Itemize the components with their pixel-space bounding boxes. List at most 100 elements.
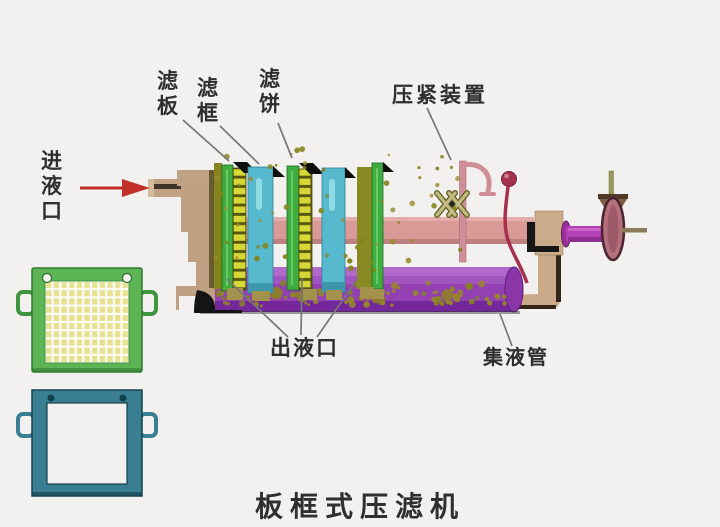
cake-particle (325, 194, 329, 198)
leader-filter-plate (182, 119, 230, 162)
cake-particle (216, 185, 221, 191)
cake-particle (248, 176, 253, 182)
leader-filter-frame (219, 125, 260, 165)
cake-particle (397, 221, 401, 224)
cake-particle (239, 300, 246, 307)
filter-frame-label: 滤框 (197, 76, 218, 125)
frame-hole-left (47, 394, 55, 402)
cake-particle (468, 298, 475, 305)
cake-particle (313, 298, 319, 305)
cake-particle (347, 296, 355, 304)
cake-particle (358, 237, 365, 244)
cake-particle (254, 255, 260, 262)
cake-particle (434, 290, 439, 294)
press-lever (434, 160, 529, 284)
cake-particle (418, 176, 422, 180)
cake-particle (429, 193, 434, 198)
cake-particle (387, 153, 391, 157)
cake-particle (322, 167, 326, 172)
cake-particle (412, 290, 419, 297)
cake-particle (235, 256, 239, 260)
cake-particle (226, 301, 231, 306)
cake-particle (417, 166, 421, 170)
cake-particle (363, 301, 370, 308)
cake-particle (452, 205, 457, 211)
cake-particle (307, 303, 311, 306)
plate-grid-face-2 (298, 168, 313, 291)
cake-particle (390, 207, 396, 213)
outlet-label: 出液口 (270, 336, 339, 360)
cake-particle (390, 303, 394, 307)
cake-particle (435, 182, 440, 188)
cake-particle (303, 161, 307, 166)
cake-particle (435, 166, 440, 171)
cake-particle (258, 218, 262, 222)
closing-mechanism (527, 170, 647, 262)
cake-particle (219, 191, 224, 196)
cake-particle (449, 165, 454, 170)
cake-particle (222, 300, 228, 305)
cake-particle (214, 175, 220, 181)
frame-opening (46, 402, 128, 485)
cake-particle (465, 282, 473, 290)
cake-particle (306, 204, 310, 207)
cake-particle (494, 293, 501, 300)
cake-particle (449, 286, 456, 292)
plate-hole-right (121, 272, 133, 284)
cake-particle (389, 238, 396, 245)
cake-particle (225, 240, 229, 245)
lever-arc (459, 161, 492, 195)
inlet-label: 进液口 (41, 149, 62, 223)
cake-particle (391, 289, 396, 293)
cake-particle (360, 298, 364, 302)
cake-particle (457, 292, 463, 298)
cake-particle (484, 296, 490, 301)
cake-particle (431, 203, 437, 209)
fixed-head (148, 170, 242, 313)
cake-particle (262, 242, 269, 249)
cake-particle (318, 207, 325, 214)
cake-particle (213, 255, 218, 260)
leader-outlet-3 (316, 277, 359, 338)
cake-particle (347, 258, 353, 264)
cake-particle (478, 280, 485, 288)
cake-particle (359, 216, 362, 220)
cake-particle (343, 253, 348, 259)
cake-particle (340, 218, 345, 222)
cake-particle (223, 206, 228, 210)
cake-particle (441, 289, 453, 301)
leader-collecting-pipe (499, 313, 513, 347)
screw-stem (608, 170, 614, 198)
cake-particle (270, 287, 283, 300)
cake-particle (236, 223, 240, 227)
cake-particle (440, 154, 444, 159)
spare-filter-plate (16, 267, 158, 373)
cake-particle (344, 300, 349, 305)
cake-particle (380, 300, 386, 306)
plate-grid (44, 280, 130, 364)
press-device-label: 压紧装置 (392, 83, 488, 107)
filter-cake-label: 滤饼 (259, 67, 280, 116)
cake-particle (409, 200, 415, 207)
cake-particle (475, 296, 479, 300)
cake-particle (458, 247, 463, 252)
cake-particle (431, 296, 437, 303)
cake-layer-1 (214, 163, 222, 289)
cake-particle (502, 301, 507, 306)
spare-filter-frame (16, 389, 158, 497)
cake-particle (317, 287, 322, 293)
cake-particle (324, 253, 329, 258)
cake-layer-3 (357, 167, 372, 289)
leader-outlet-2 (300, 277, 303, 336)
cake-particle (294, 147, 300, 154)
cake-particle (410, 239, 414, 243)
cake-particle (259, 304, 263, 308)
wheel-handle-bar (622, 228, 647, 233)
cake-particle (455, 176, 461, 182)
cake-particle (215, 290, 223, 297)
cake-particle (354, 245, 360, 250)
cake-particle (453, 295, 461, 303)
cake-particle (386, 291, 391, 295)
